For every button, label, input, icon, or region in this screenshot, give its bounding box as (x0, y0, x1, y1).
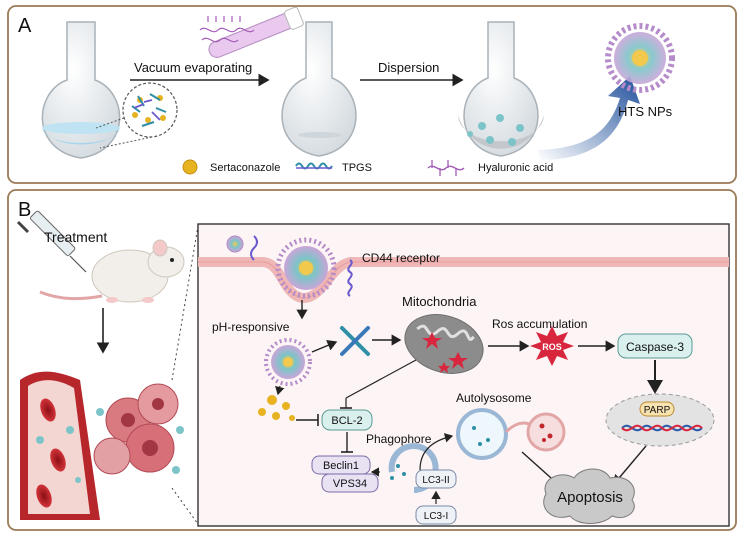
panel-b-letter: B (18, 199, 31, 221)
hyaluronic-strands-top (199, 16, 255, 43)
hts-nanoparticle-icon (605, 23, 675, 93)
lc3ii-box (415, 469, 457, 489)
bound-nanoparticle-icon (275, 237, 337, 299)
test-tube-icon (208, 6, 304, 58)
vps34-label: VPS34 (333, 478, 367, 490)
mitochondria-label: Mitochondria (402, 294, 477, 309)
ros-burst-icon (530, 326, 574, 366)
mixture-zoom-inset (95, 82, 178, 149)
ros-badge: ROS (542, 342, 562, 352)
phagophore-label: Phagophore (366, 432, 432, 446)
internalized-nanoparticle-icon (264, 338, 312, 386)
apoptosis-cloud (543, 468, 635, 524)
caspase-label: Caspase-3 (626, 340, 684, 354)
blood-vessel-illustration (20, 371, 100, 520)
product-label: HTS NPs (618, 104, 673, 119)
caspase-box (617, 333, 693, 359)
tpgs-icon (295, 162, 333, 170)
parp-label: PARP (644, 405, 671, 416)
zoom-line-top (171, 225, 199, 381)
bcl2-box (321, 409, 373, 431)
legend-item-sertaconazole: Sertaconazole (210, 162, 280, 174)
treatment-label: Treatment (44, 229, 107, 245)
mouse-icon (39, 239, 185, 303)
flask-empty (281, 21, 357, 157)
legend-item-hyaluronic: Hyaluronic acid (478, 162, 553, 174)
lc3i-label: LC3-I (424, 511, 448, 522)
nucleus-icon (605, 393, 715, 447)
lc3i-box (415, 505, 457, 525)
panel-a-letter: A (18, 15, 32, 37)
legend-item-tpgs: TPGS (342, 162, 372, 174)
parp-box (639, 401, 675, 417)
flask-dispersed (458, 21, 544, 157)
flask-with-solution (41, 21, 121, 159)
cd44-receptor-icon (347, 259, 353, 297)
ros-accumulation-label: Ros accumulation (492, 317, 587, 331)
released-drug-dots (258, 395, 295, 421)
vps34-box (321, 473, 379, 493)
step2-label: Dispersion (378, 60, 439, 75)
autolysosome-icon (456, 408, 566, 460)
cd44-label: CD44 receptor (362, 251, 440, 265)
lc3ii-label: LC3-II (422, 475, 449, 486)
autolysosome-label: Autolysosome (456, 391, 532, 405)
ph-responsive-label: pH-responsive (212, 320, 290, 334)
mitochondria-icon (404, 314, 484, 374)
tpgs-molecule-icon (340, 326, 370, 356)
syringe-icon (16, 210, 87, 273)
apoptosis-label: Apoptosis (557, 489, 623, 506)
free-nanoparticle-icon (226, 235, 244, 253)
sertaconazole-icon (182, 159, 198, 175)
panel-a-frame (7, 5, 737, 184)
bcl2-label: BCL-2 (331, 415, 362, 427)
tumor-cells-cluster (93, 383, 184, 475)
hyaluronic-acid-icon (427, 160, 465, 176)
big-curved-arrow (538, 76, 640, 160)
step1-label: Vacuum evaporating (134, 60, 252, 75)
beclin-label: Beclin1 (323, 460, 359, 472)
